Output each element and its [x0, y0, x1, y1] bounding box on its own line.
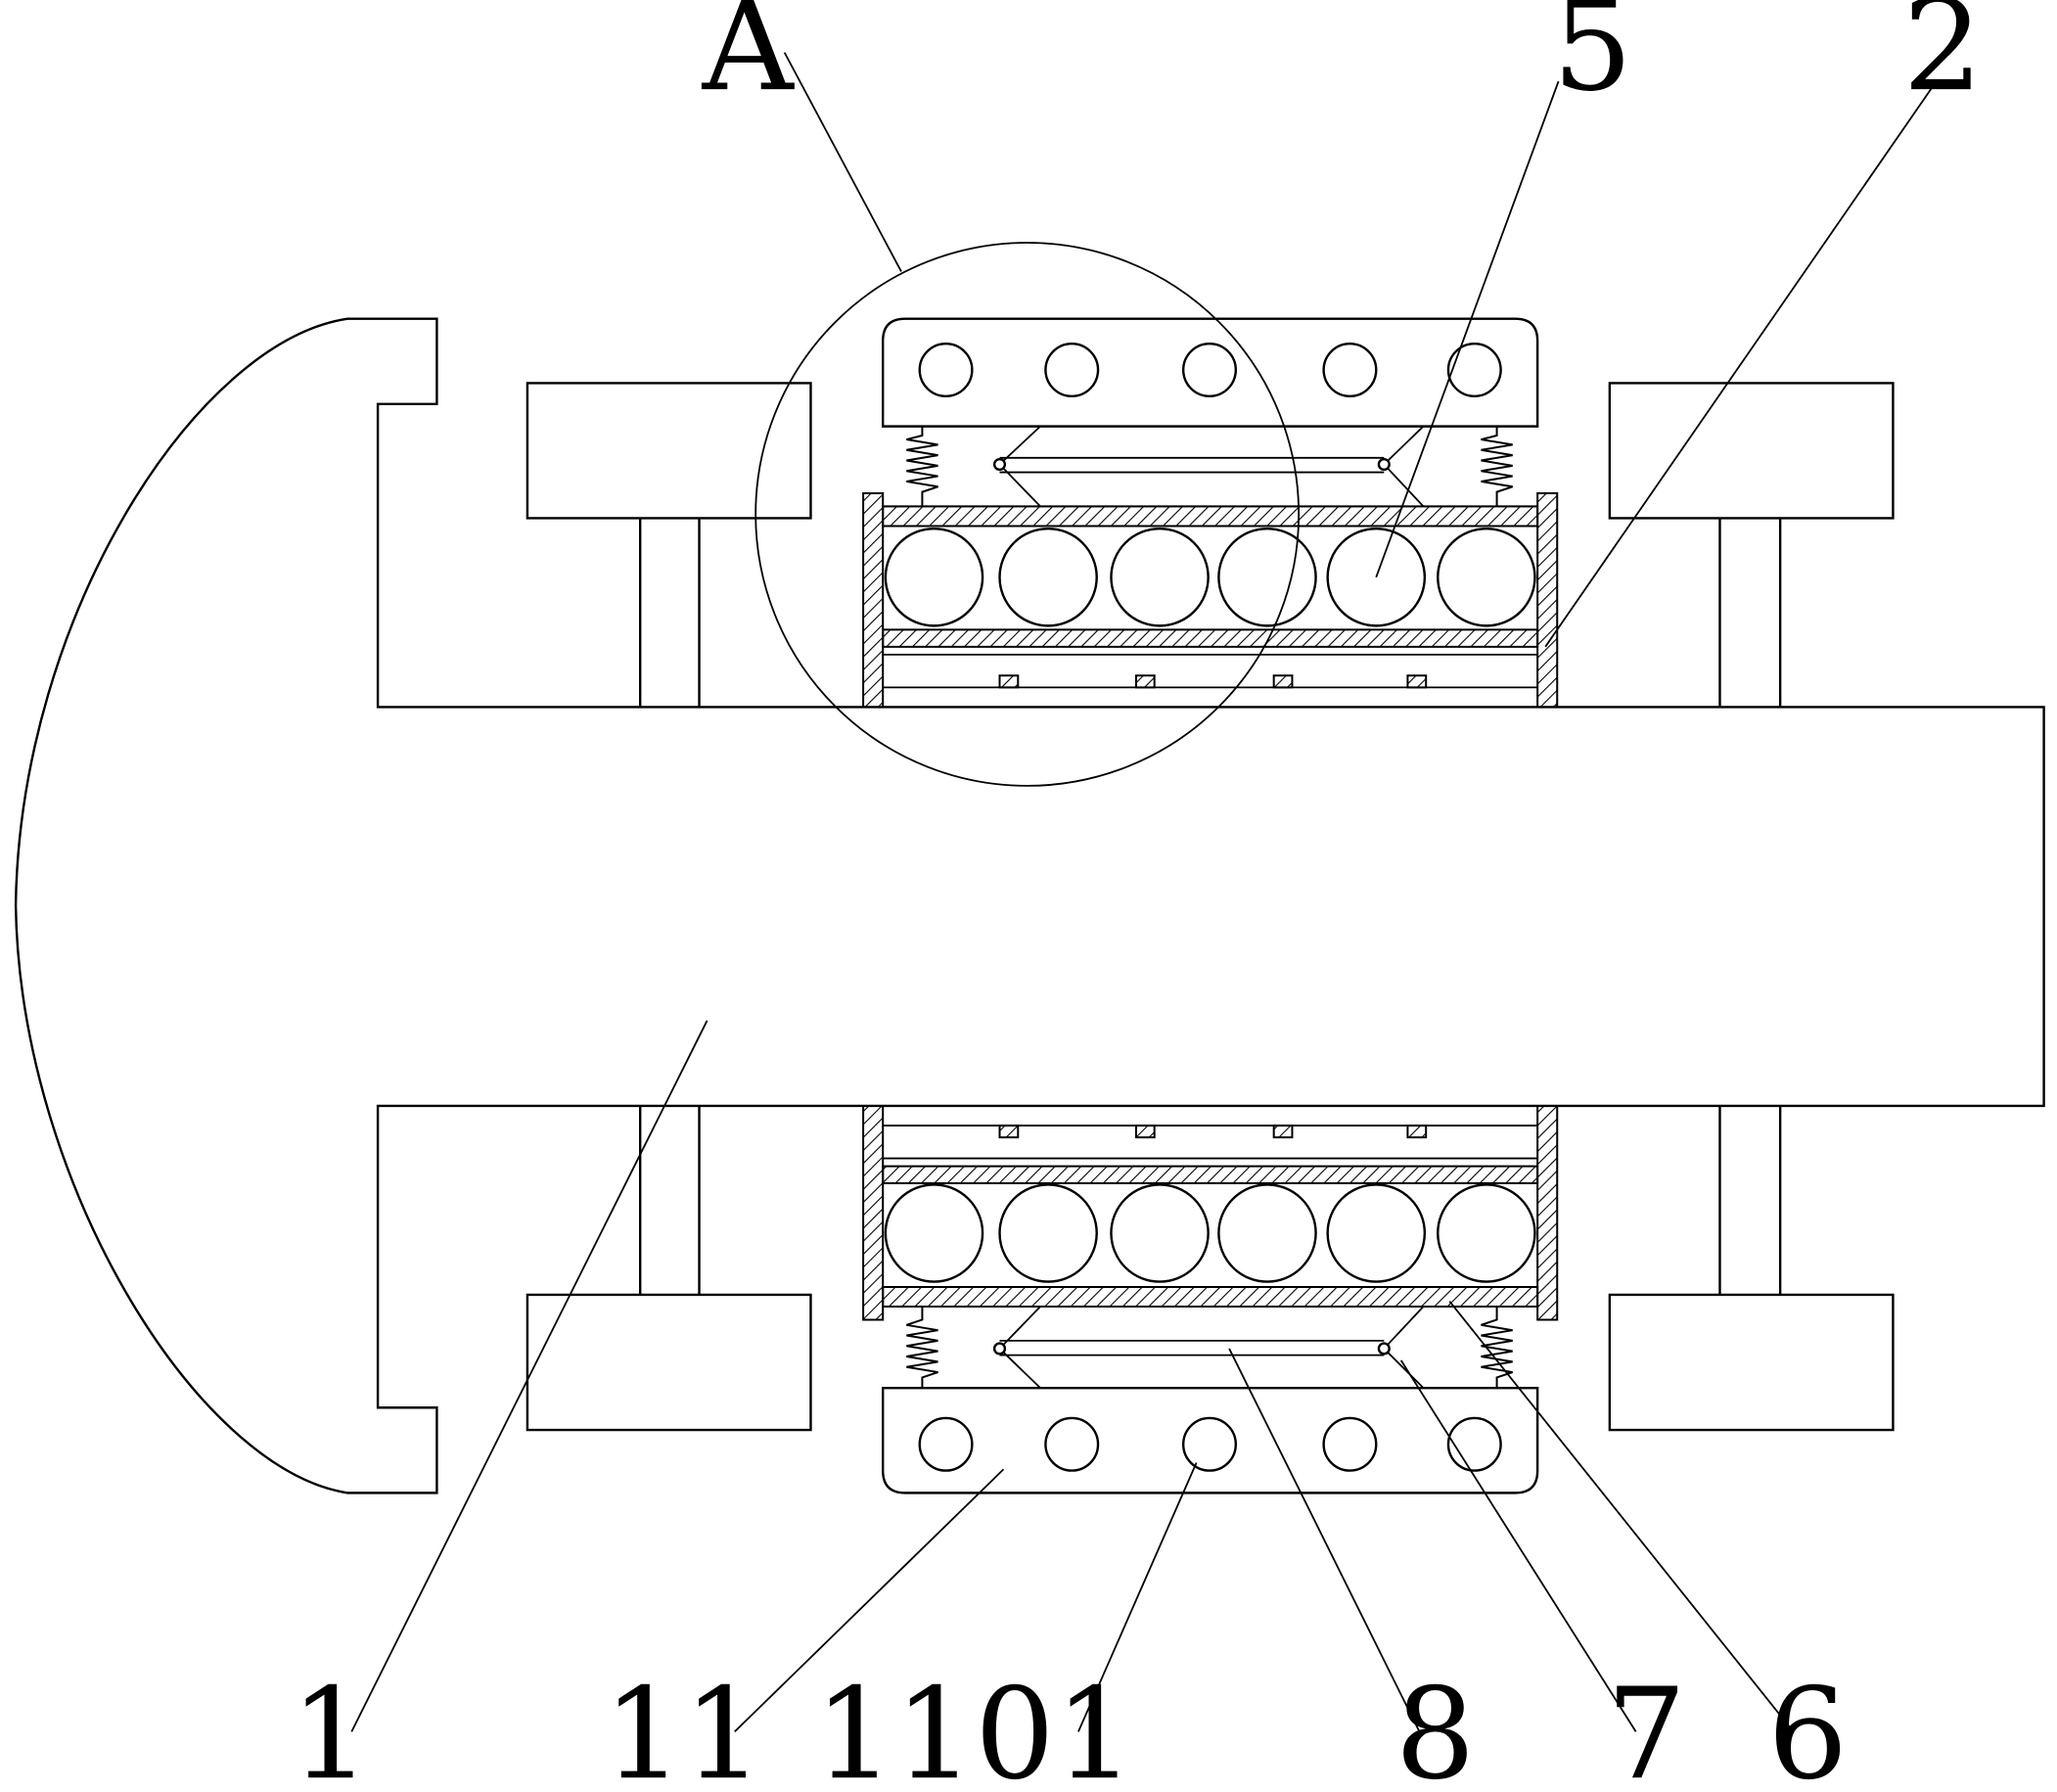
upper-linkage — [994, 427, 1423, 507]
label-11: 11 — [604, 1662, 764, 1792]
upper-spring-right — [1481, 427, 1512, 507]
lower-side-wall-left — [863, 1106, 883, 1319]
upper-clamp-plate — [883, 319, 1537, 427]
label-7: 7 — [1606, 1662, 1686, 1792]
lower-top-plate — [883, 1167, 1537, 1183]
upper-spring-left — [906, 427, 937, 507]
lower-bottom-plate — [883, 1287, 1537, 1307]
upper-roller-assembly — [863, 493, 1557, 707]
label-5: 5 — [1553, 0, 1633, 119]
label-1: 1 — [291, 1662, 371, 1792]
left-lower-post — [527, 1106, 811, 1430]
upper-top-plate — [883, 506, 1537, 526]
lower-spring-left — [906, 1307, 937, 1388]
label-a: A — [702, 0, 796, 119]
label-8: 8 — [1395, 1662, 1476, 1792]
lower-clamp-plate — [883, 1388, 1537, 1493]
lower-linkage — [994, 1307, 1423, 1388]
label-1101: 1101 — [814, 1662, 1134, 1792]
upper-bottom-plate — [883, 629, 1537, 646]
label-6: 6 — [1767, 1662, 1848, 1792]
right-lower-post — [1610, 1106, 1894, 1430]
lower-roller-assembly — [863, 1106, 1557, 1319]
right-upper-post — [1610, 383, 1894, 707]
upper-side-wall-left — [863, 493, 883, 707]
lower-side-wall-right — [1537, 1106, 1557, 1319]
upper-side-wall-right — [1537, 493, 1557, 707]
label-2: 2 — [1902, 0, 1983, 119]
